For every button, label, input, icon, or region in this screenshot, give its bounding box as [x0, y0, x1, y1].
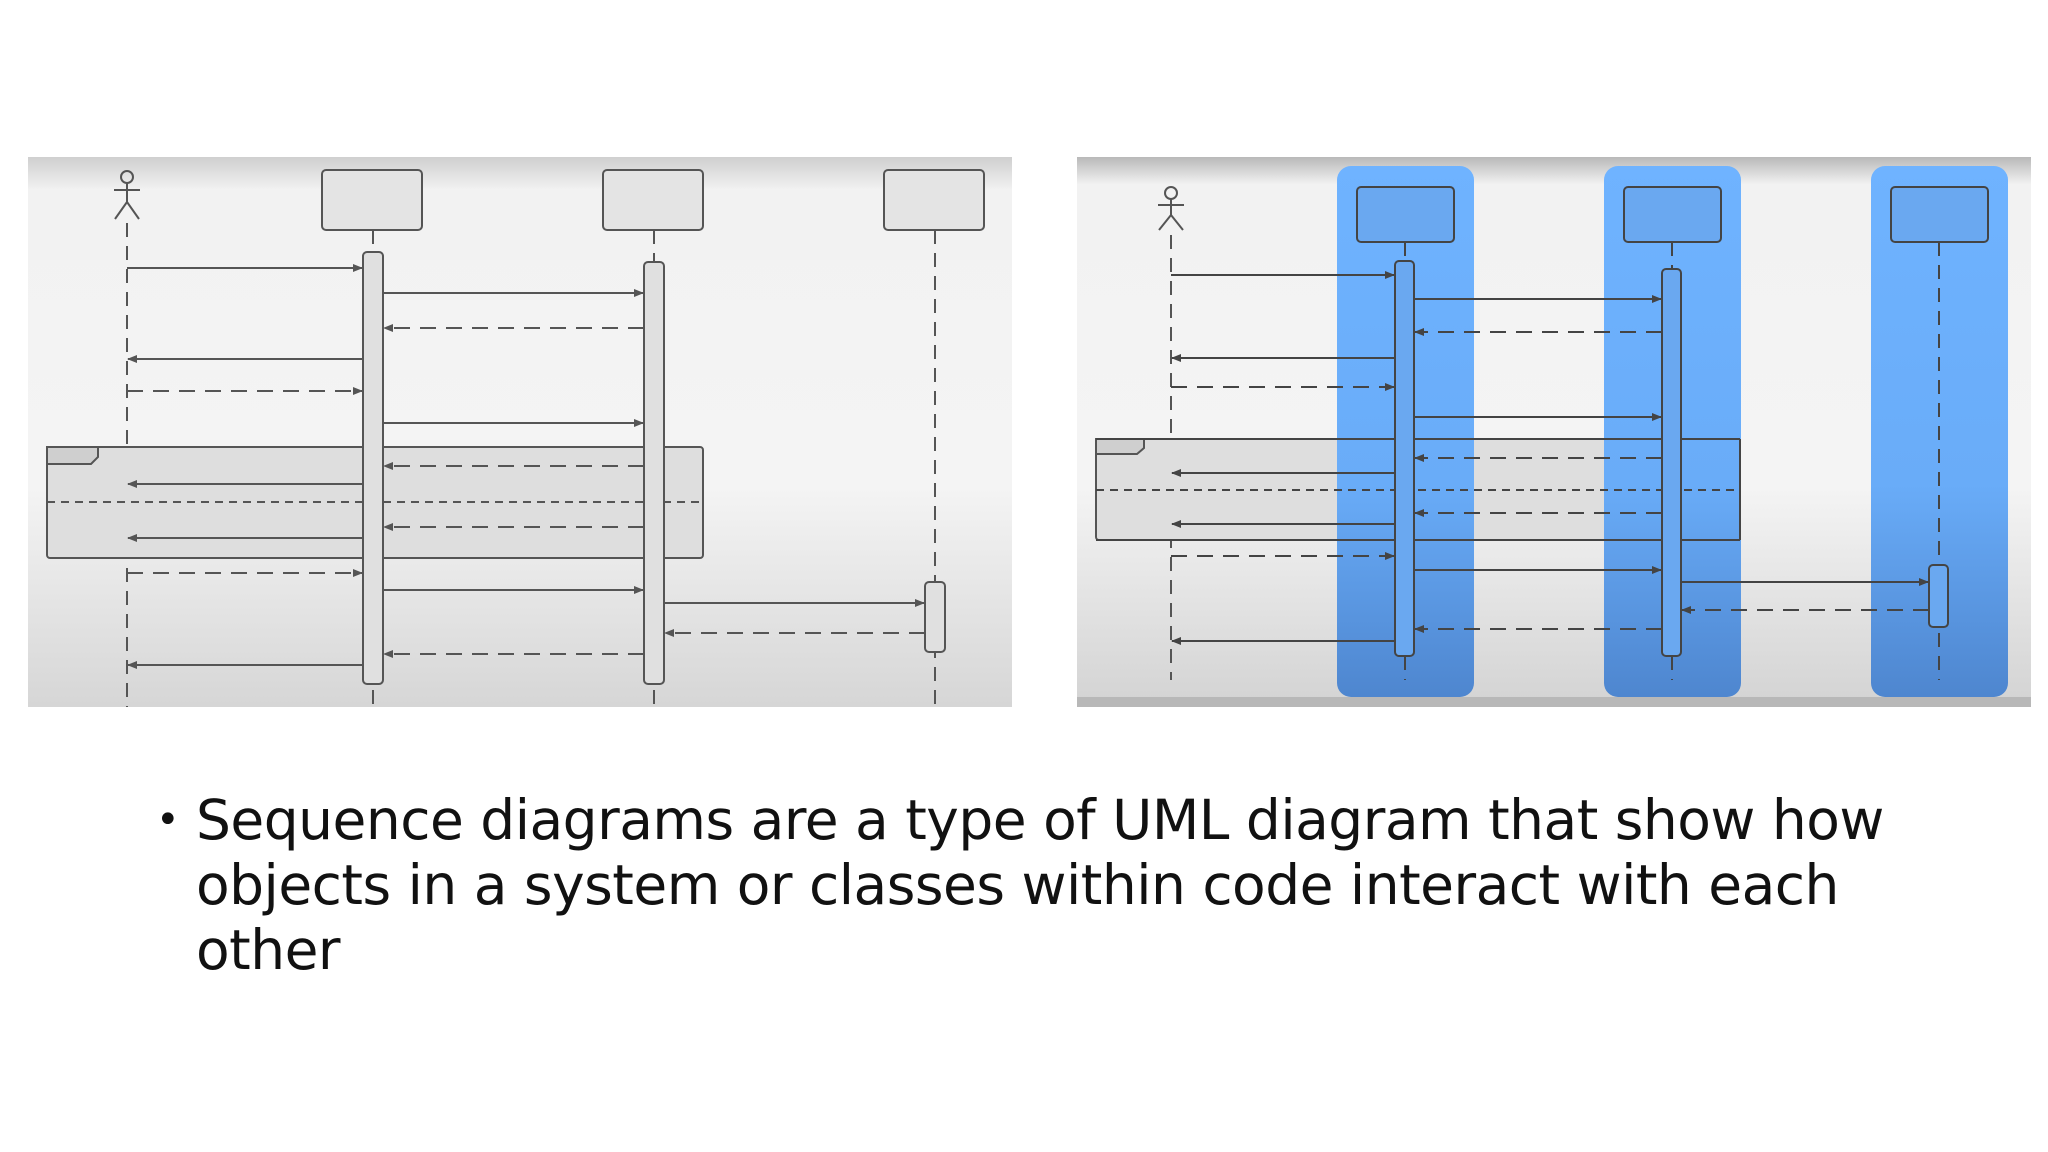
- object-box-1: [321, 169, 423, 231]
- bullet-item: • Sequence diagrams are a type of UML di…: [156, 788, 1916, 983]
- activation-bar-3: [924, 581, 946, 653]
- actor-icon: [114, 170, 140, 220]
- activation-bar-3: [1928, 564, 1949, 628]
- sequence-diagram-left: [28, 157, 1012, 707]
- activation-bar-2: [1661, 268, 1682, 657]
- object-box-3: [883, 169, 985, 231]
- bullet-marker: •: [156, 797, 180, 843]
- object-box-1: [1356, 186, 1455, 243]
- object-box-2: [602, 169, 704, 231]
- sequence-diagram-left-svg: [28, 157, 1012, 707]
- diagram-background: [28, 157, 1012, 707]
- sequence-diagram-right-svg: [1077, 157, 2031, 707]
- actor-icon: [1158, 186, 1184, 231]
- bullet-list: • Sequence diagrams are a type of UML di…: [156, 788, 1916, 983]
- bullet-text: Sequence diagrams are a type of UML diag…: [196, 788, 1884, 982]
- sequence-diagram-right: [1077, 157, 2031, 707]
- activation-bar-1: [1394, 260, 1415, 657]
- activation-bar-1: [362, 251, 384, 685]
- object-box-2: [1623, 186, 1722, 243]
- activation-bar-2: [643, 261, 665, 685]
- object-box-3: [1890, 186, 1989, 243]
